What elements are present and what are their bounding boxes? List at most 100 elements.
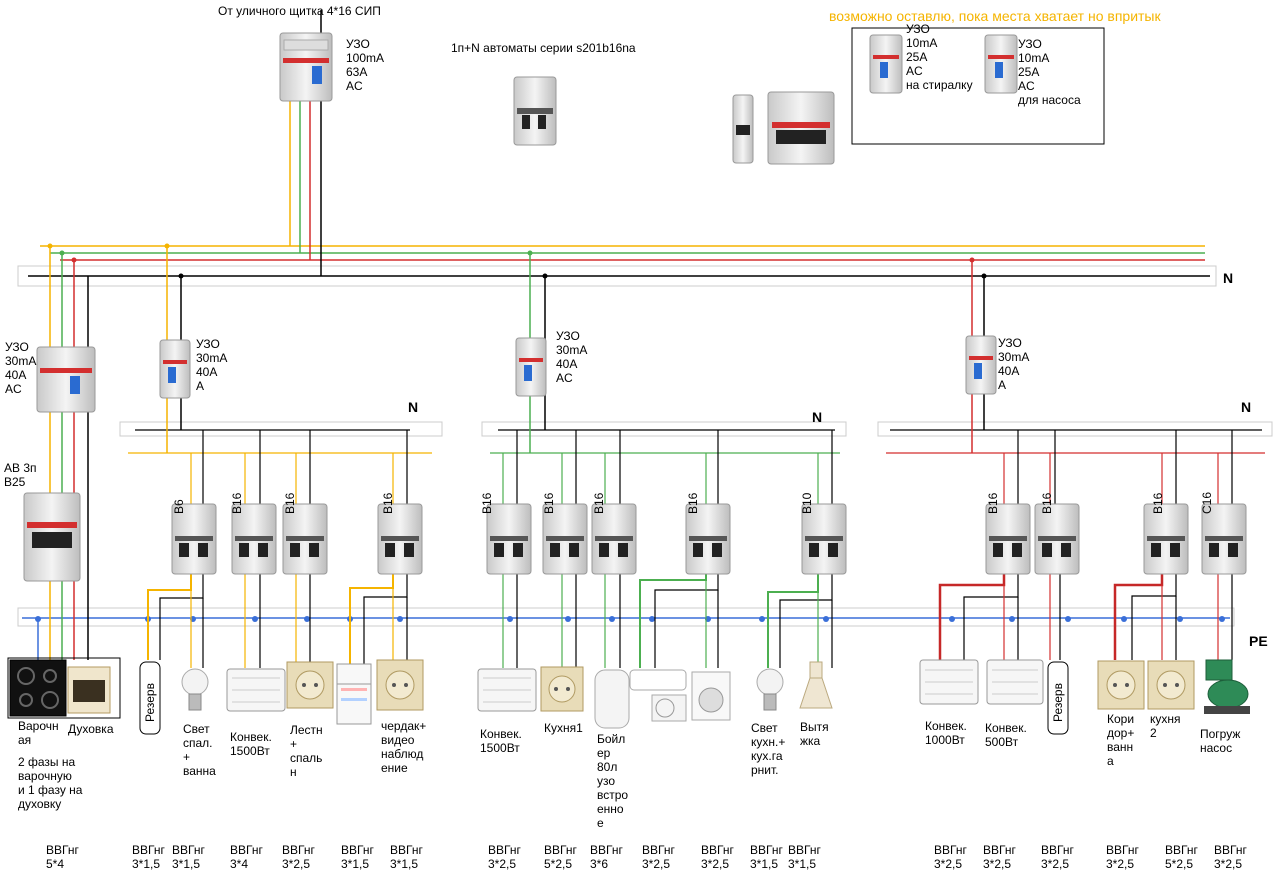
cable-label: ВВГнг 3*2,5 (642, 843, 675, 871)
main-rcd-icon (279, 32, 333, 102)
rcd-pump-icon (984, 34, 1018, 94)
cable-label: ВВГнг 3*2,5 (701, 843, 734, 871)
rcd-washer-label: УЗО 10mA 25A AC на стиралку (906, 22, 973, 92)
breaker-icon (486, 503, 532, 575)
oven-icon (7, 657, 121, 719)
optional-note: возможно оставлю, пока места хватает но … (829, 8, 1161, 24)
breaker-rating-label: B16 (1040, 492, 1054, 514)
breaker-icon (801, 503, 847, 575)
n1-label: N (408, 399, 419, 415)
breaker-rating-label: B16 (381, 492, 395, 514)
breaker-icon (542, 503, 588, 575)
breaker-icon (282, 503, 328, 575)
pe-label: PE (1249, 633, 1268, 649)
group2-rcd-label: УЗО 30mA 40A AC (556, 329, 588, 385)
socket-attic-icon (376, 659, 424, 711)
hood-icon (799, 661, 833, 709)
breaker-rating-label: B6 (172, 499, 186, 514)
group3-rcd-icon (965, 335, 997, 395)
n2-label: N (812, 409, 823, 425)
cable-label: ВВГнг 3*2,5 (282, 843, 315, 871)
reserve2-box (1047, 661, 1069, 735)
breaker-rating-label: B16 (686, 492, 700, 514)
attic-label: чердак+ видео наблюд ение (381, 719, 427, 775)
cable-label: ВВГнг 3*1,5 (788, 843, 821, 871)
kitchen1-label: Кухня1 (544, 721, 583, 735)
pump-label: Погруж насос (1200, 727, 1241, 755)
hob-label: Варочн ая (18, 719, 59, 747)
conv1500b-label: Конвек. 1500Вт (480, 727, 522, 755)
cable-label: ВВГнг 3*2,5 (1214, 843, 1247, 871)
kitchen2-label: кухня 2 (1150, 712, 1181, 740)
group-breakers (171, 503, 1247, 575)
series-note: 1п+N автоматы серии s201b16na (451, 41, 636, 55)
main-rcd-label: УЗО 100mA 63A AC (346, 37, 385, 93)
bulb-icon (181, 668, 209, 711)
cable-label: ВВГнг 5*2,5 (544, 843, 577, 871)
source-label: От уличного щитка 4*16 СИП (218, 4, 381, 18)
light-bed-label: Свет спал. + ванна (183, 722, 216, 778)
breaker-icon (591, 503, 637, 575)
breaker-rating-label: B16 (592, 492, 606, 514)
cable-label: ВВГнг 3*2,5 (983, 843, 1016, 871)
pump-icon (1204, 659, 1250, 714)
cable-label: ВВГнг 3*2,5 (934, 843, 967, 871)
breaker-4p-icon (767, 91, 835, 165)
convector-1500a-icon (226, 668, 286, 712)
rcd-pump-label: УЗО 10mA 25A AC для насоса (1018, 37, 1081, 107)
n-main-label: N (1223, 270, 1234, 286)
left-rcd-label: УЗО 30mA 40A AC (5, 340, 37, 396)
breaker-icon (231, 503, 277, 575)
group1-rcd-label: УЗО 30mA 40A A (196, 337, 228, 393)
breaker-icon (377, 503, 423, 575)
oven-label: Духовка (68, 722, 114, 736)
hob-icon (9, 659, 67, 717)
cable-label: ВВГнг 5*2,5 (1165, 843, 1198, 871)
convector-1500b-icon (477, 668, 537, 712)
group2-rcd-icon (515, 337, 547, 397)
pe-terminals (35, 616, 1225, 622)
left-breaker-3p-icon (23, 492, 81, 582)
convector-500-icon (986, 659, 1044, 705)
breaker-icon (685, 503, 731, 575)
left-rcd-icon (36, 346, 96, 413)
hob-note: 2 фазы на варочную и 1 фазу на духовку (18, 755, 83, 811)
breaker-rating-label: C16 (1200, 491, 1214, 514)
breaker-icon (1143, 503, 1189, 575)
cable-label: ВВГнг 3*2,5 (488, 843, 521, 871)
left-breaker-label: АВ 3п B25 (4, 461, 37, 489)
reserve1-box (139, 661, 161, 735)
light-kitchen-label: Свет кухн.+ кух.га рнит. (751, 721, 786, 777)
convector-1000-icon (919, 659, 979, 705)
ac-icon (629, 669, 687, 722)
breaker-rating-label: B10 (800, 492, 814, 514)
cable-label: ВВГнг 3*1,5 (750, 843, 783, 871)
fridge-icon (336, 663, 372, 725)
rcd-washer-icon (869, 34, 903, 94)
conv1500a-label: Конвек. 1500Вт (230, 730, 272, 758)
cable-label: ВВГнг 5*4 (46, 843, 79, 871)
conv500-label: Конвек. 500Вт (985, 721, 1027, 749)
boiler-icon (594, 669, 630, 729)
breaker-icon (1034, 503, 1080, 575)
n3-label: N (1241, 399, 1252, 415)
group3-rcd-label: УЗО 30mA 40A A (998, 336, 1030, 392)
breaker-rating-label: B16 (283, 492, 297, 514)
reserve2-label: Резерв (1051, 683, 1065, 722)
corridor-label: Кори дор+ ванн а (1107, 712, 1135, 768)
cable-label: ВВГнг 3*1,5 (390, 843, 423, 871)
cable-label: ВВГнг 3*2,5 (1106, 843, 1139, 871)
stairs-label: Лестн + спаль н (290, 723, 323, 779)
cable-label: ВВГнг 3*1,5 (132, 843, 165, 871)
socket-stairs-icon (286, 661, 334, 709)
washer-icon (691, 671, 731, 721)
cable-label: ВВГнг 3*4 (230, 843, 263, 871)
hood-label: Вытя жка (800, 720, 829, 748)
socket-kitchen2-icon (1147, 660, 1195, 710)
socket-kitchen1-icon (540, 666, 584, 712)
cable-label: ВВГнг 3*6 (590, 843, 623, 871)
bulb-kitchen-icon (756, 668, 784, 711)
breaker-icon (985, 503, 1031, 575)
breaker-rating-label: B16 (986, 492, 1000, 514)
breaker-icon (1201, 503, 1247, 575)
